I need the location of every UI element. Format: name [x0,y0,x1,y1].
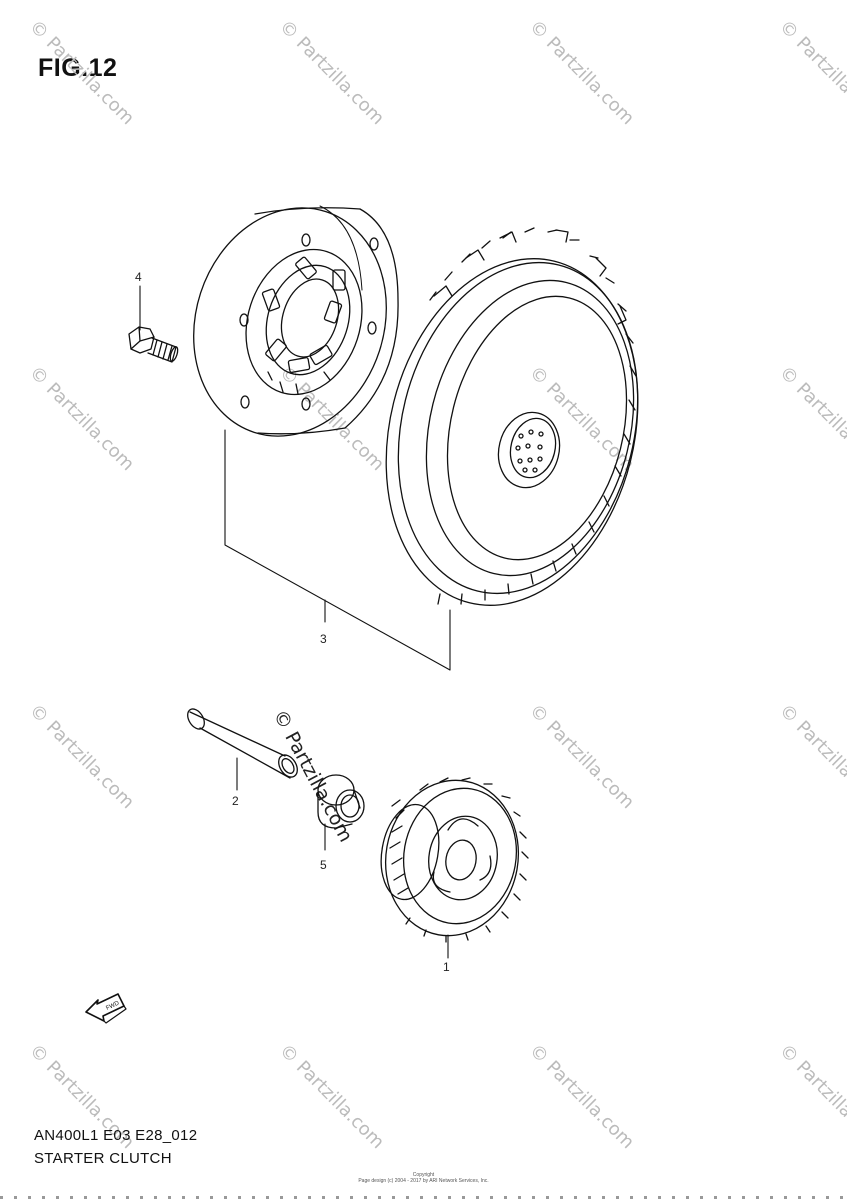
fwd-label: FWD [105,1000,121,1011]
leader-lines [139,285,451,959]
page-edge [0,1196,847,1199]
callout-3: 3 [320,632,327,646]
fwd-arrow-icon: FWD [85,993,127,1024]
figure-title: FIG.12 [38,54,118,82]
callout-2: 2 [232,794,239,808]
diagram-code: AN400L1 E03 E28_012 [34,1127,198,1144]
driven-gear-part [385,227,639,606]
callout-1: 1 [443,960,450,974]
idler-gear-part [380,777,529,943]
diagram-name: STARTER CLUTCH [34,1150,172,1167]
bolt-part [128,326,179,363]
copyright-detail: Page design (c) 2004 - 2017 by ARI Netwo… [358,1178,489,1184]
callout-5: 5 [320,858,327,872]
callout-4: 4 [135,270,142,284]
copyright-line: Copyright [412,1172,435,1178]
bushing-part [317,774,365,829]
shaft-part [187,708,298,779]
clutch-housing-part [193,205,399,437]
